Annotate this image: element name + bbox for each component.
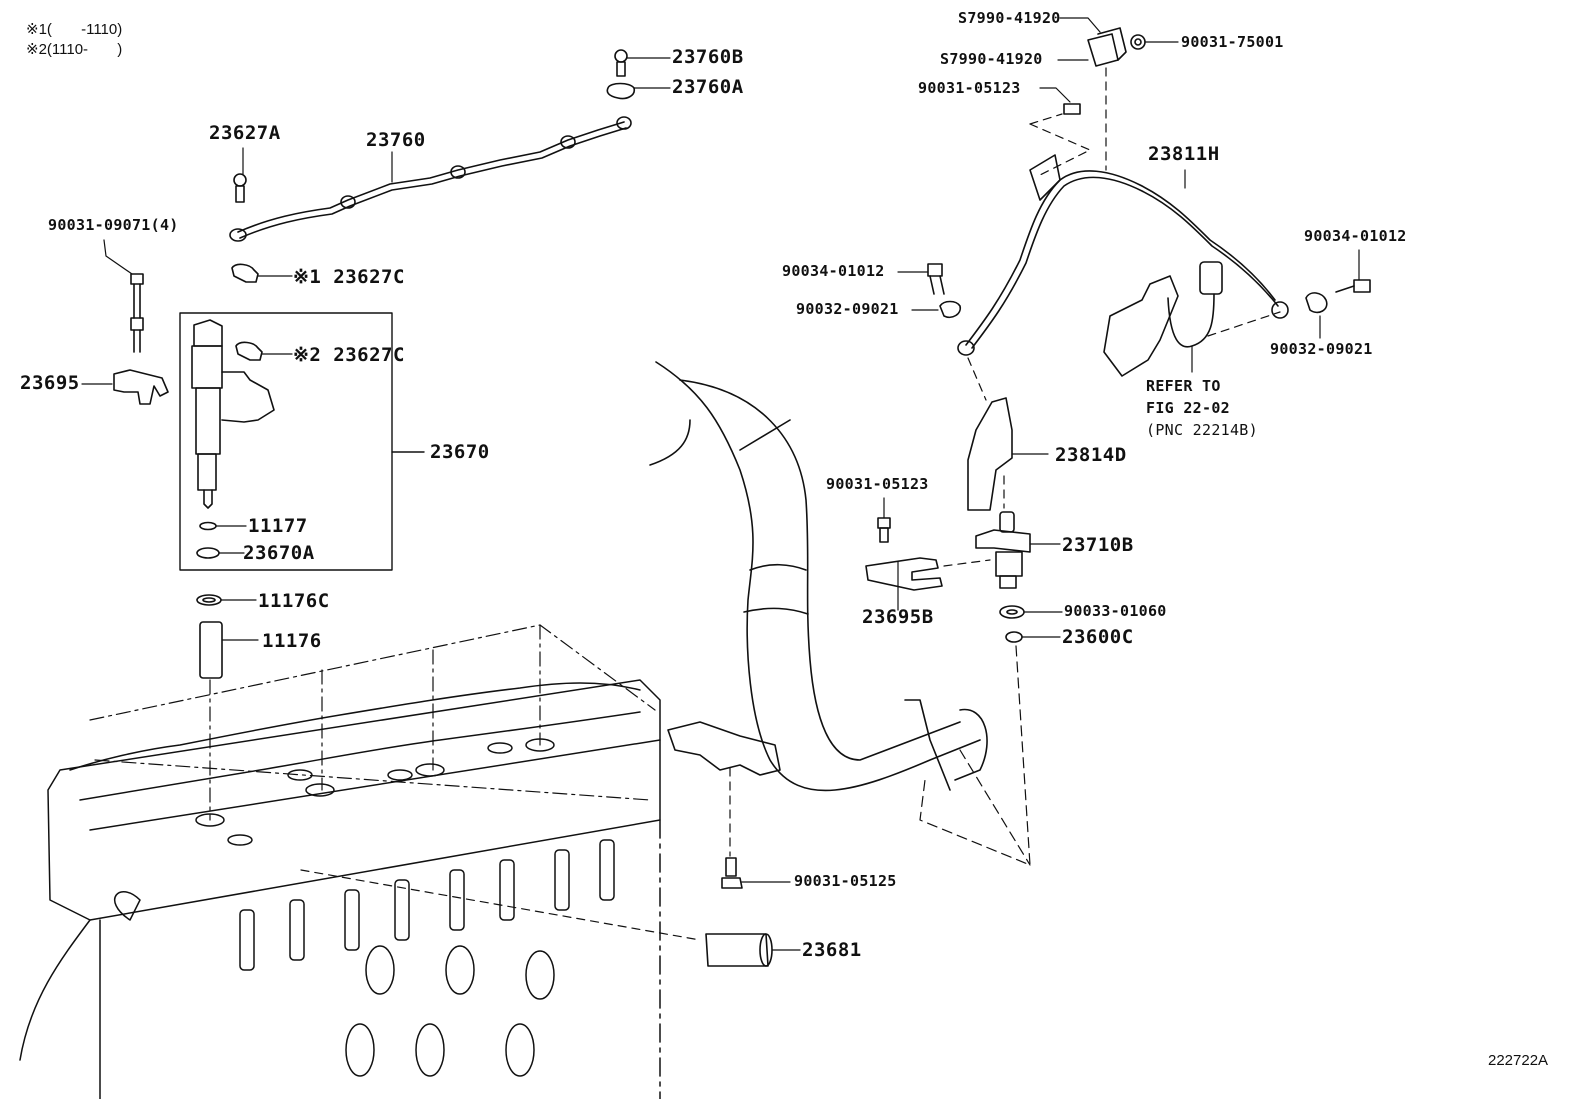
callout-90031-05125[interactable]: 90031-05125 — [794, 872, 897, 890]
cylinder-head — [19, 679, 661, 1099]
wire-23811H — [957, 154, 1289, 356]
callout-23681[interactable]: 23681 — [802, 939, 862, 961]
clamp-90032-09021-right — [1305, 292, 1328, 339]
applicability-notes: ※1( -1110) ※2(1110- ) — [26, 20, 122, 61]
callout-S7990-41920-a[interactable]: S7990-41920 — [958, 9, 1061, 27]
clamp-23695B — [865, 557, 991, 611]
callout-23695[interactable]: 23695 — [20, 372, 80, 394]
clamp-23627C-1 — [231, 263, 293, 283]
callout-23814D[interactable]: 23814D — [1055, 444, 1127, 466]
note-1: ※1( -1110) — [26, 20, 122, 40]
note-2: ※2(1110- ) — [26, 40, 122, 60]
callout-23670[interactable]: 23670 — [430, 441, 490, 463]
callout-11176[interactable]: 11176 — [262, 630, 322, 652]
note-marker: ※2 — [26, 41, 47, 59]
injector — [191, 319, 275, 509]
injection-pipe-23760 — [229, 116, 632, 242]
sensor-23710B — [975, 475, 1061, 589]
sensor-assembly-ref — [1103, 261, 1281, 377]
nut-90031-75001 — [1130, 34, 1179, 50]
callout-23760A[interactable]: 23760A — [672, 76, 744, 98]
callout-90034-01012-right[interactable]: 90034-01012 — [1304, 227, 1407, 245]
callout-S7990-41920-b[interactable]: S7990-41920 — [940, 50, 1043, 68]
figure-id: 222722A — [1488, 1052, 1549, 1069]
callout-23710B[interactable]: 23710B — [1062, 534, 1134, 556]
washer-90033-01060 — [999, 605, 1063, 619]
clamp-23760A — [606, 82, 671, 100]
callout-11176C[interactable]: 11176C — [258, 590, 330, 612]
bolt-90031-09071 — [103, 239, 144, 353]
refer-note-line3: (PNC 22214B) — [1146, 421, 1258, 439]
callout-23760B[interactable]: 23760B — [672, 46, 744, 68]
note-range: (1110- ) — [46, 41, 123, 59]
note-range: ( -1110) — [46, 21, 123, 38]
callout-90031-75001[interactable]: 90031-75001 — [1181, 33, 1284, 51]
callout-90031-09071[interactable]: 90031-09071(4) — [48, 216, 179, 234]
callout-23627A[interactable]: 23627A — [209, 122, 281, 144]
clamp-90032-09021-left — [911, 300, 962, 319]
note-marker: ※1 — [26, 21, 47, 38]
clamp-23695 — [81, 369, 169, 405]
bolt-90031-05123-mid — [877, 497, 891, 543]
callout-11177[interactable]: 11177 — [248, 515, 308, 537]
boot-23814D — [967, 357, 1049, 511]
callout-23811H[interactable]: 23811H — [1148, 143, 1220, 165]
bracket-S7990-41920 — [1057, 17, 1127, 67]
callout-23627C-2[interactable]: ※2 23627C — [293, 344, 405, 366]
callout-23627C-1[interactable]: ※1 23627C — [293, 266, 405, 288]
return-pipe — [649, 361, 988, 792]
callout-90032-09021-right[interactable]: 90032-09021 — [1270, 340, 1373, 358]
callout-90034-01012-left[interactable]: 90034-01012 — [782, 262, 885, 280]
bolt-90031-05123-top — [1029, 87, 1091, 176]
callout-90033-01060[interactable]: 90033-01060 — [1064, 602, 1167, 620]
callout-23670A[interactable]: 23670A — [243, 542, 315, 564]
bolt-90034-01012-left — [897, 263, 945, 295]
injector-kit-box — [179, 312, 393, 571]
refer-note-line2[interactable]: FIG 22-02 — [1146, 399, 1230, 417]
callout-90031-05123-top[interactable]: 90031-05123 — [918, 79, 1021, 97]
bolt-23760B — [614, 49, 671, 77]
ring-23670A — [196, 547, 245, 559]
clamp-23627C-2 — [235, 341, 293, 361]
reference-lines — [89, 624, 656, 821]
bolt-90031-05125 — [721, 767, 791, 889]
bolt-23627A — [233, 147, 247, 203]
seal-11177 — [199, 521, 247, 531]
callout-90031-05123-mid[interactable]: 90031-05123 — [826, 475, 929, 493]
pipe-bracket — [667, 721, 781, 776]
refer-note-line1: REFER TO — [1146, 377, 1221, 395]
gasket-23600C — [1005, 631, 1061, 643]
bolt-90034-01012-right — [1335, 249, 1371, 293]
callout-23695B[interactable]: 23695B — [862, 606, 934, 628]
callout-90032-09021-left[interactable]: 90032-09021 — [796, 300, 899, 318]
callout-23600C[interactable]: 23600C — [1062, 626, 1134, 648]
sleeve-11176 — [199, 621, 259, 679]
gasket-11176C — [196, 594, 257, 606]
plug-23681 — [705, 933, 801, 967]
callout-23760[interactable]: 23760 — [366, 129, 426, 151]
